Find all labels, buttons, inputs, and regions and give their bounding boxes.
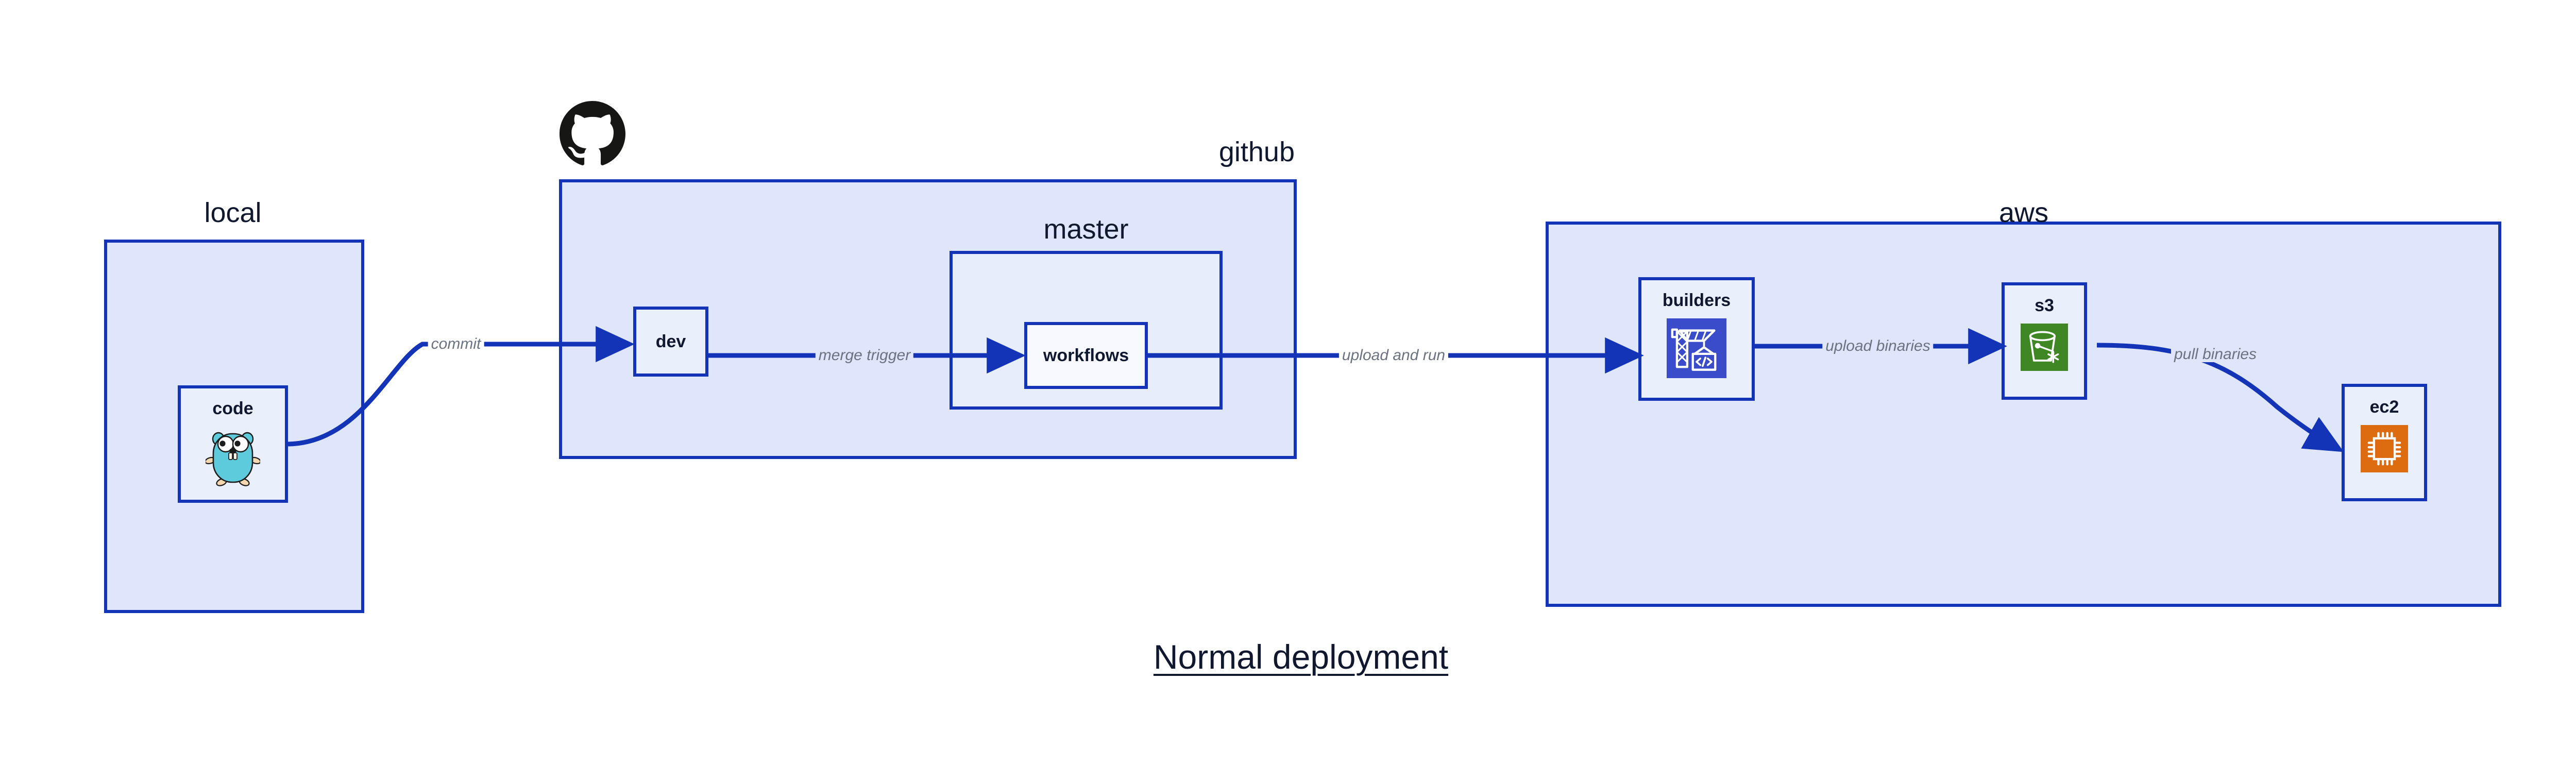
- github-octocat-icon: [560, 101, 625, 169]
- node-s3[interactable]: s3: [2002, 282, 2087, 400]
- cpu-chip-icon: [2361, 425, 2408, 475]
- node-builders[interactable]: builders: [1638, 277, 1755, 401]
- node-dev-label: dev: [655, 332, 686, 351]
- node-s3-label: s3: [2035, 296, 2054, 315]
- group-aws-title: aws: [1998, 197, 2049, 228]
- go-gopher-icon: [205, 427, 261, 489]
- edge-label-commit: commit: [428, 336, 484, 352]
- s3-bucket-icon: [2021, 324, 2068, 373]
- node-ec2-label: ec2: [2369, 397, 2399, 417]
- node-workflows-label: workflows: [1043, 346, 1129, 365]
- group-local-title: local: [204, 197, 262, 228]
- crane-code-icon: [1667, 318, 1726, 381]
- group-github-title: github: [1218, 137, 1295, 167]
- node-code[interactable]: code: [178, 385, 288, 503]
- group-master-title: master: [1043, 214, 1129, 245]
- edge-label-upload-and-run: upload and run: [1338, 348, 1449, 363]
- node-code-label: code: [212, 399, 253, 418]
- node-builders-label: builders: [1662, 291, 1731, 310]
- edge-label-pull-binaries: pull binaries: [2171, 347, 2260, 362]
- node-ec2[interactable]: ec2: [2342, 384, 2427, 501]
- node-workflows[interactable]: workflows: [1024, 322, 1148, 389]
- edge-label-merge-trigger: merge trigger: [815, 348, 914, 363]
- edge-label-upload-binaries: upload binaries: [1822, 338, 1934, 354]
- node-dev[interactable]: dev: [633, 307, 708, 377]
- diagram-title: Normal deployment: [1153, 638, 1449, 676]
